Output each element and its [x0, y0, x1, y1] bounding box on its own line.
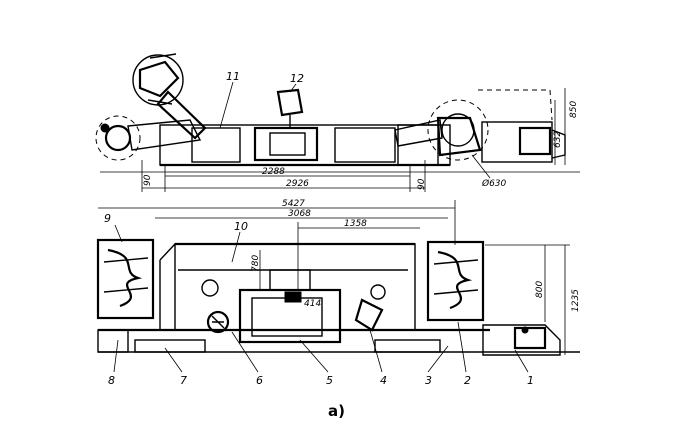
leader-d630 [471, 154, 491, 179]
plan-view: 9 10 5427 3068 1358 780 800 1235 414 8 7… [96, 199, 581, 387]
callout-12: 12 [290, 72, 304, 85]
dim-2926: 2926 [286, 179, 309, 189]
plan-right-drum-vanes [433, 259, 479, 295]
dim-414: 414 [304, 299, 321, 309]
plan-left-end-block [97, 329, 129, 353]
part-2: 2 [464, 374, 471, 387]
leader-1 [514, 349, 529, 373]
left-ranging-arm [156, 90, 207, 140]
part-1: 1 [527, 374, 534, 387]
side-section-motor [191, 127, 241, 163]
side-top-unit [276, 88, 304, 117]
plan-frame-left-edge [159, 243, 176, 330]
dim-780: 780 [251, 255, 261, 272]
part-3: 3 [425, 374, 432, 387]
figure-caption: а) [328, 402, 345, 420]
dim-800: 800 [535, 281, 545, 298]
plan-left-drum-box [96, 238, 155, 320]
leader-11 [219, 81, 234, 129]
plan-right-end-unit [482, 324, 561, 356]
plan-right-cylinder [374, 339, 441, 353]
right-ranging-arm [394, 119, 443, 147]
plan-left-coil [206, 310, 230, 334]
plan-right-valve [370, 284, 386, 300]
plan-right-drum-spiral [437, 250, 473, 310]
upper-left-drum-body [138, 60, 180, 98]
plan-right-lever [354, 298, 384, 332]
dim-d630: Ø630 [481, 178, 507, 189]
part-4: 4 [380, 374, 387, 387]
right-drum-hub [441, 113, 475, 147]
part-6: 6 [256, 374, 263, 387]
dim-3068: 3068 [288, 209, 311, 219]
plan-right-drum-box [426, 240, 485, 322]
plan-left-valve [201, 279, 219, 297]
plan-upper-block [269, 269, 311, 291]
right-drum [427, 99, 489, 161]
dim-632: 632 [553, 131, 563, 148]
dim-90-right: 90 [417, 178, 427, 190]
leader-12 [289, 83, 297, 93]
side-right-end-unit [481, 121, 553, 163]
right-arm-block [436, 116, 482, 157]
plan-centre-block [284, 291, 302, 303]
leader-7 [164, 347, 183, 373]
callout-9: 9 [104, 212, 111, 225]
callout-11: 11 [226, 70, 240, 83]
left-drum [95, 115, 141, 161]
part-7: 7 [180, 374, 187, 387]
leader-10 [231, 231, 241, 263]
left-drum-hub [104, 124, 132, 152]
plan-right-end-box [513, 326, 547, 350]
leader-9 [114, 224, 123, 243]
leader-8 [113, 339, 119, 373]
leader-2 [457, 321, 467, 373]
side-section-haulage [334, 127, 396, 163]
part-5: 5 [326, 374, 333, 387]
plan-left-drum-vanes [103, 257, 149, 293]
part-8: 8 [108, 374, 115, 387]
plan-left-coil-marks [211, 315, 225, 329]
dim-850: 850 [569, 101, 579, 118]
dim-1235: 1235 [571, 289, 581, 312]
side-section-gearbox [253, 126, 319, 162]
leader-6 [231, 331, 259, 373]
callout-10: 10 [234, 220, 248, 233]
left-lower-arm [127, 119, 202, 151]
dim-5427: 5427 [282, 199, 305, 209]
leader-5 [299, 339, 329, 373]
right-dashed-outline [478, 89, 553, 121]
leader-4 [369, 329, 383, 373]
plan-left-cylinder [134, 339, 206, 353]
dim-2288: 2288 [262, 167, 285, 177]
plan-right-end-bolt [521, 326, 529, 334]
side-right-end-box [518, 126, 552, 156]
dim-1358: 1358 [344, 219, 367, 229]
dim-90-left: 90 [143, 174, 153, 186]
side-view: 11 12 2288 2926 90 90 850 632 Ø630 [95, 53, 580, 192]
plan-left-drum-spiral [107, 248, 143, 308]
side-gearbox-cover [269, 132, 306, 156]
left-drum-bolt [100, 123, 110, 133]
leader-3 [427, 345, 449, 373]
